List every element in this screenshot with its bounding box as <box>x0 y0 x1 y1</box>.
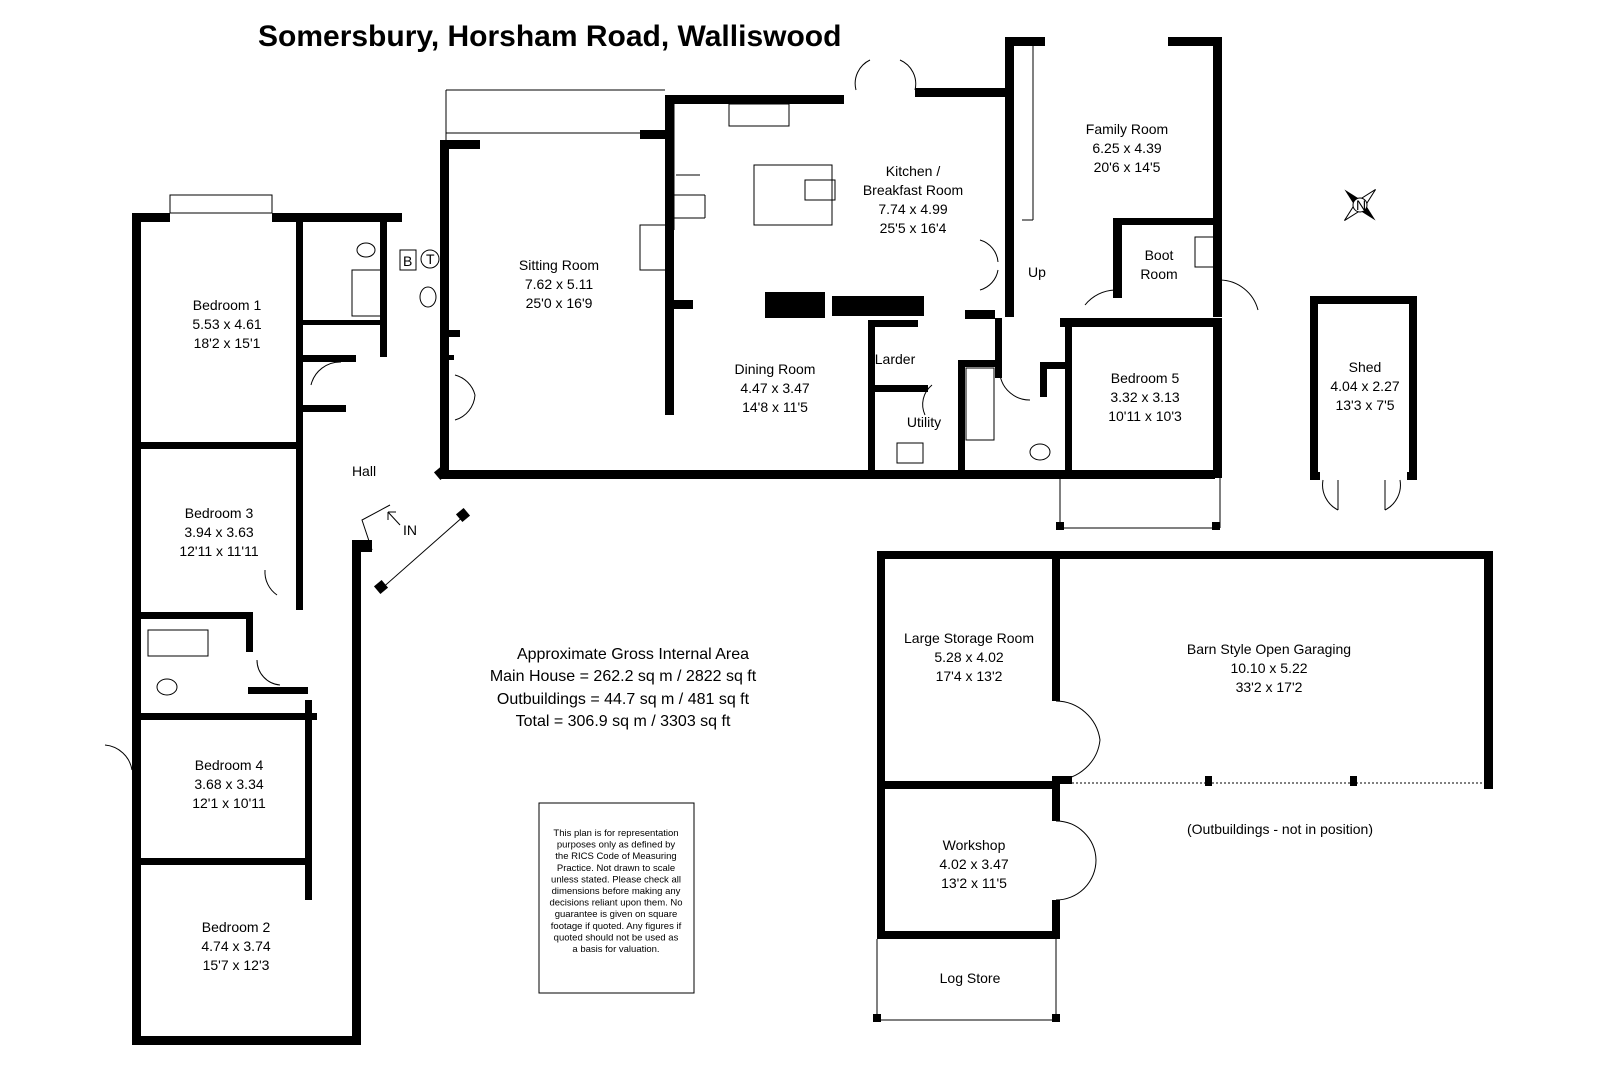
dining-room-label-line-1: Dining Room <box>735 361 816 377</box>
bedroom-1-label-line-2: 5.53 x 4.61 <box>192 316 261 332</box>
boot-room-label-line-1: Boot <box>1145 247 1174 263</box>
disclaimer-line: a basis for valuation. <box>572 944 659 955</box>
bedroom-1-label-line-3: 18'2 x 15'1 <box>194 335 261 351</box>
barn-garaging-label-line-2: 10.10 x 5.22 <box>1230 660 1307 676</box>
entrance-label: IN <box>403 522 417 538</box>
area-summary: Approximate Gross Internal Area Main Hou… <box>490 646 757 730</box>
outbuildings-structure <box>873 551 1493 1022</box>
outbuildings-note: (Outbuildings - not in position) <box>1187 821 1373 837</box>
hall-label-line-1: Hall <box>352 463 376 479</box>
bedroom-2-label-line-3: 15'7 x 12'3 <box>203 957 270 973</box>
large-storage-room-label-line-1: Large Storage Room <box>904 630 1034 646</box>
shed-structure <box>1310 296 1417 511</box>
kitchen-label-line-3: 7.74 x 4.99 <box>878 201 947 217</box>
bedroom-3-label-line-2: 3.94 x 3.63 <box>184 524 253 540</box>
disclaimer-line: dimensions before making any <box>552 886 681 897</box>
kitchen-label-line-4: 25'5 x 16'4 <box>880 220 947 236</box>
disclaimer-line: guarantee is given on square <box>555 909 678 920</box>
workshop-label-line-2: 4.02 x 3.47 <box>939 856 1008 872</box>
sitting-room-label-line-1: Sitting Room <box>519 257 599 273</box>
family-room-label-line-1: Family Room <box>1086 121 1168 137</box>
bedroom-2-label-line-1: Bedroom 2 <box>202 919 271 935</box>
bedroom-1-label-line-1: Bedroom 1 <box>193 297 262 313</box>
main-house-walls <box>132 37 1222 1045</box>
tank-label: T <box>426 251 435 267</box>
bedroom-5-label-line-3: 10'11 x 10'3 <box>1108 408 1182 424</box>
bedroom-4-label-line-3: 12'1 x 10'11 <box>192 795 266 811</box>
area-heading: Approximate Gross Internal Area <box>517 646 749 663</box>
boiler-label: B <box>403 253 412 269</box>
large-storage-room-label-line-3: 17'4 x 13'2 <box>936 668 1003 684</box>
workshop-label-line-3: 13'2 x 11'5 <box>941 875 1007 891</box>
boot-room-label-line-2: Room <box>1140 266 1177 282</box>
area-outbuildings: Outbuildings = 44.7 sq m / 481 sq ft <box>497 691 750 708</box>
shed-label-line-3: 13'3 x 7'5 <box>1335 397 1394 413</box>
disclaimer-line: the RICS Code of Measuring <box>555 851 676 862</box>
bedroom-4-label-line-1: Bedroom 4 <box>195 757 264 773</box>
disclaimer-line: purposes only as defined by <box>557 840 676 851</box>
sitting-room-label-line-2: 7.62 x 5.11 <box>525 276 593 292</box>
disclaimer-line: decisions reliant upon them. No <box>549 898 682 909</box>
family-room-label-line-2: 6.25 x 4.39 <box>1092 140 1161 156</box>
larder-label-line-1: Larder <box>875 351 916 367</box>
dining-room-label-line-2: 4.47 x 3.47 <box>740 380 809 396</box>
disclaimer-text: This plan is for representationpurposes … <box>549 828 682 955</box>
barn-garaging-label-line-1: Barn Style Open Garaging <box>1187 641 1351 657</box>
disclaimer-line: quoted should not be used as <box>554 932 679 943</box>
large-storage-room-label-line-2: 5.28 x 4.02 <box>934 649 1003 665</box>
room-labels: Sitting Room 7.62 x 5.11 25'0 x 16'9 Kitche… <box>179 121 1399 986</box>
disclaimer-line: footage if quoted. Any figures if <box>551 921 682 932</box>
log-store-label-line-1: Log Store <box>940 970 1001 986</box>
disclaimer-line: unless stated. Please check all <box>551 874 681 885</box>
utility-label-line-1: Utility <box>907 414 941 430</box>
area-total: Total = 306.9 sq m / 3303 sq ft <box>516 713 731 730</box>
barn-garaging-label-line-3: 33'2 x 17'2 <box>1236 679 1303 695</box>
bedroom-5-label-line-2: 3.32 x 3.13 <box>1110 389 1179 405</box>
bedroom-3-label-line-1: Bedroom 3 <box>185 505 254 521</box>
main-house-thin-lines <box>104 40 1259 771</box>
disclaimer-line: This plan is for representation <box>553 828 678 839</box>
plan-title: Somersbury, Horsham Road, Walliswood <box>258 20 841 53</box>
shed-label-line-2: 4.04 x 2.27 <box>1330 378 1399 394</box>
kitchen-label-line-1: Kitchen / <box>886 163 941 179</box>
shed-label-line-1: Shed <box>1349 359 1382 375</box>
sitting-room-label-line-3: 25'0 x 16'9 <box>526 295 593 311</box>
compass-label: N <box>1356 197 1366 213</box>
compass-icon <box>1344 189 1376 221</box>
family-room-label-line-3: 20'6 x 14'5 <box>1094 159 1161 175</box>
disclaimer-line: Practice. Not drawn to scale <box>557 863 675 874</box>
bedroom-5-label-line-1: Bedroom 5 <box>1111 370 1180 386</box>
bedroom-4-label-line-2: 3.68 x 3.34 <box>194 776 263 792</box>
workshop-label-line-1: Workshop <box>943 837 1006 853</box>
bedroom-2-label-line-2: 4.74 x 3.74 <box>201 938 270 954</box>
dining-room-label-line-3: 14'8 x 11'5 <box>742 399 808 415</box>
kitchen-label-line-2: Breakfast Room <box>863 182 963 198</box>
stairs-up-label: Up <box>1028 264 1046 280</box>
bedroom-3-label-line-3: 12'11 x 11'11 <box>179 543 259 559</box>
area-main-house: Main House = 262.2 sq m / 2822 sq ft <box>490 668 757 685</box>
disclaimer-box <box>538 802 695 994</box>
